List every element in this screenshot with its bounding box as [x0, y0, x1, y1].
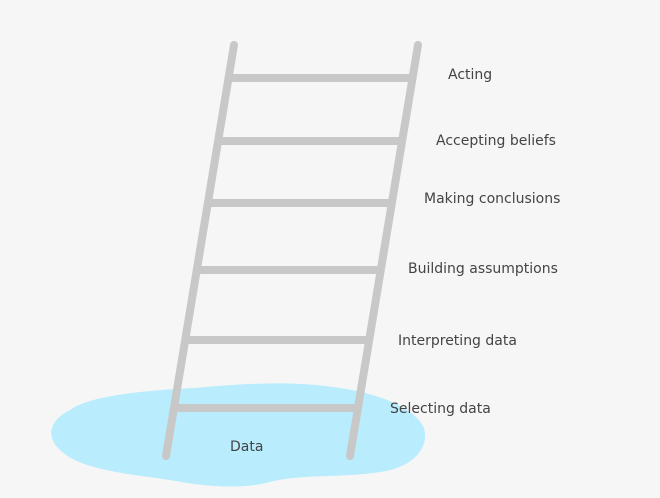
data-label: Data [230, 439, 264, 455]
rung-label-building-assumptions: Building assumptions [408, 261, 558, 277]
ladder-left-rail [162, 41, 238, 460]
rung-label-acting: Acting [448, 67, 493, 83]
rung-label-selecting-data: Selecting data [390, 401, 491, 417]
rung-label-making-conclusions: Making conclusions [424, 191, 561, 207]
ladder-right-rail [346, 41, 422, 460]
rung-label-accepting-beliefs: Accepting beliefs [436, 133, 556, 149]
rung-label-interpreting-data: Interpreting data [398, 333, 517, 349]
data-puddle [51, 383, 426, 487]
